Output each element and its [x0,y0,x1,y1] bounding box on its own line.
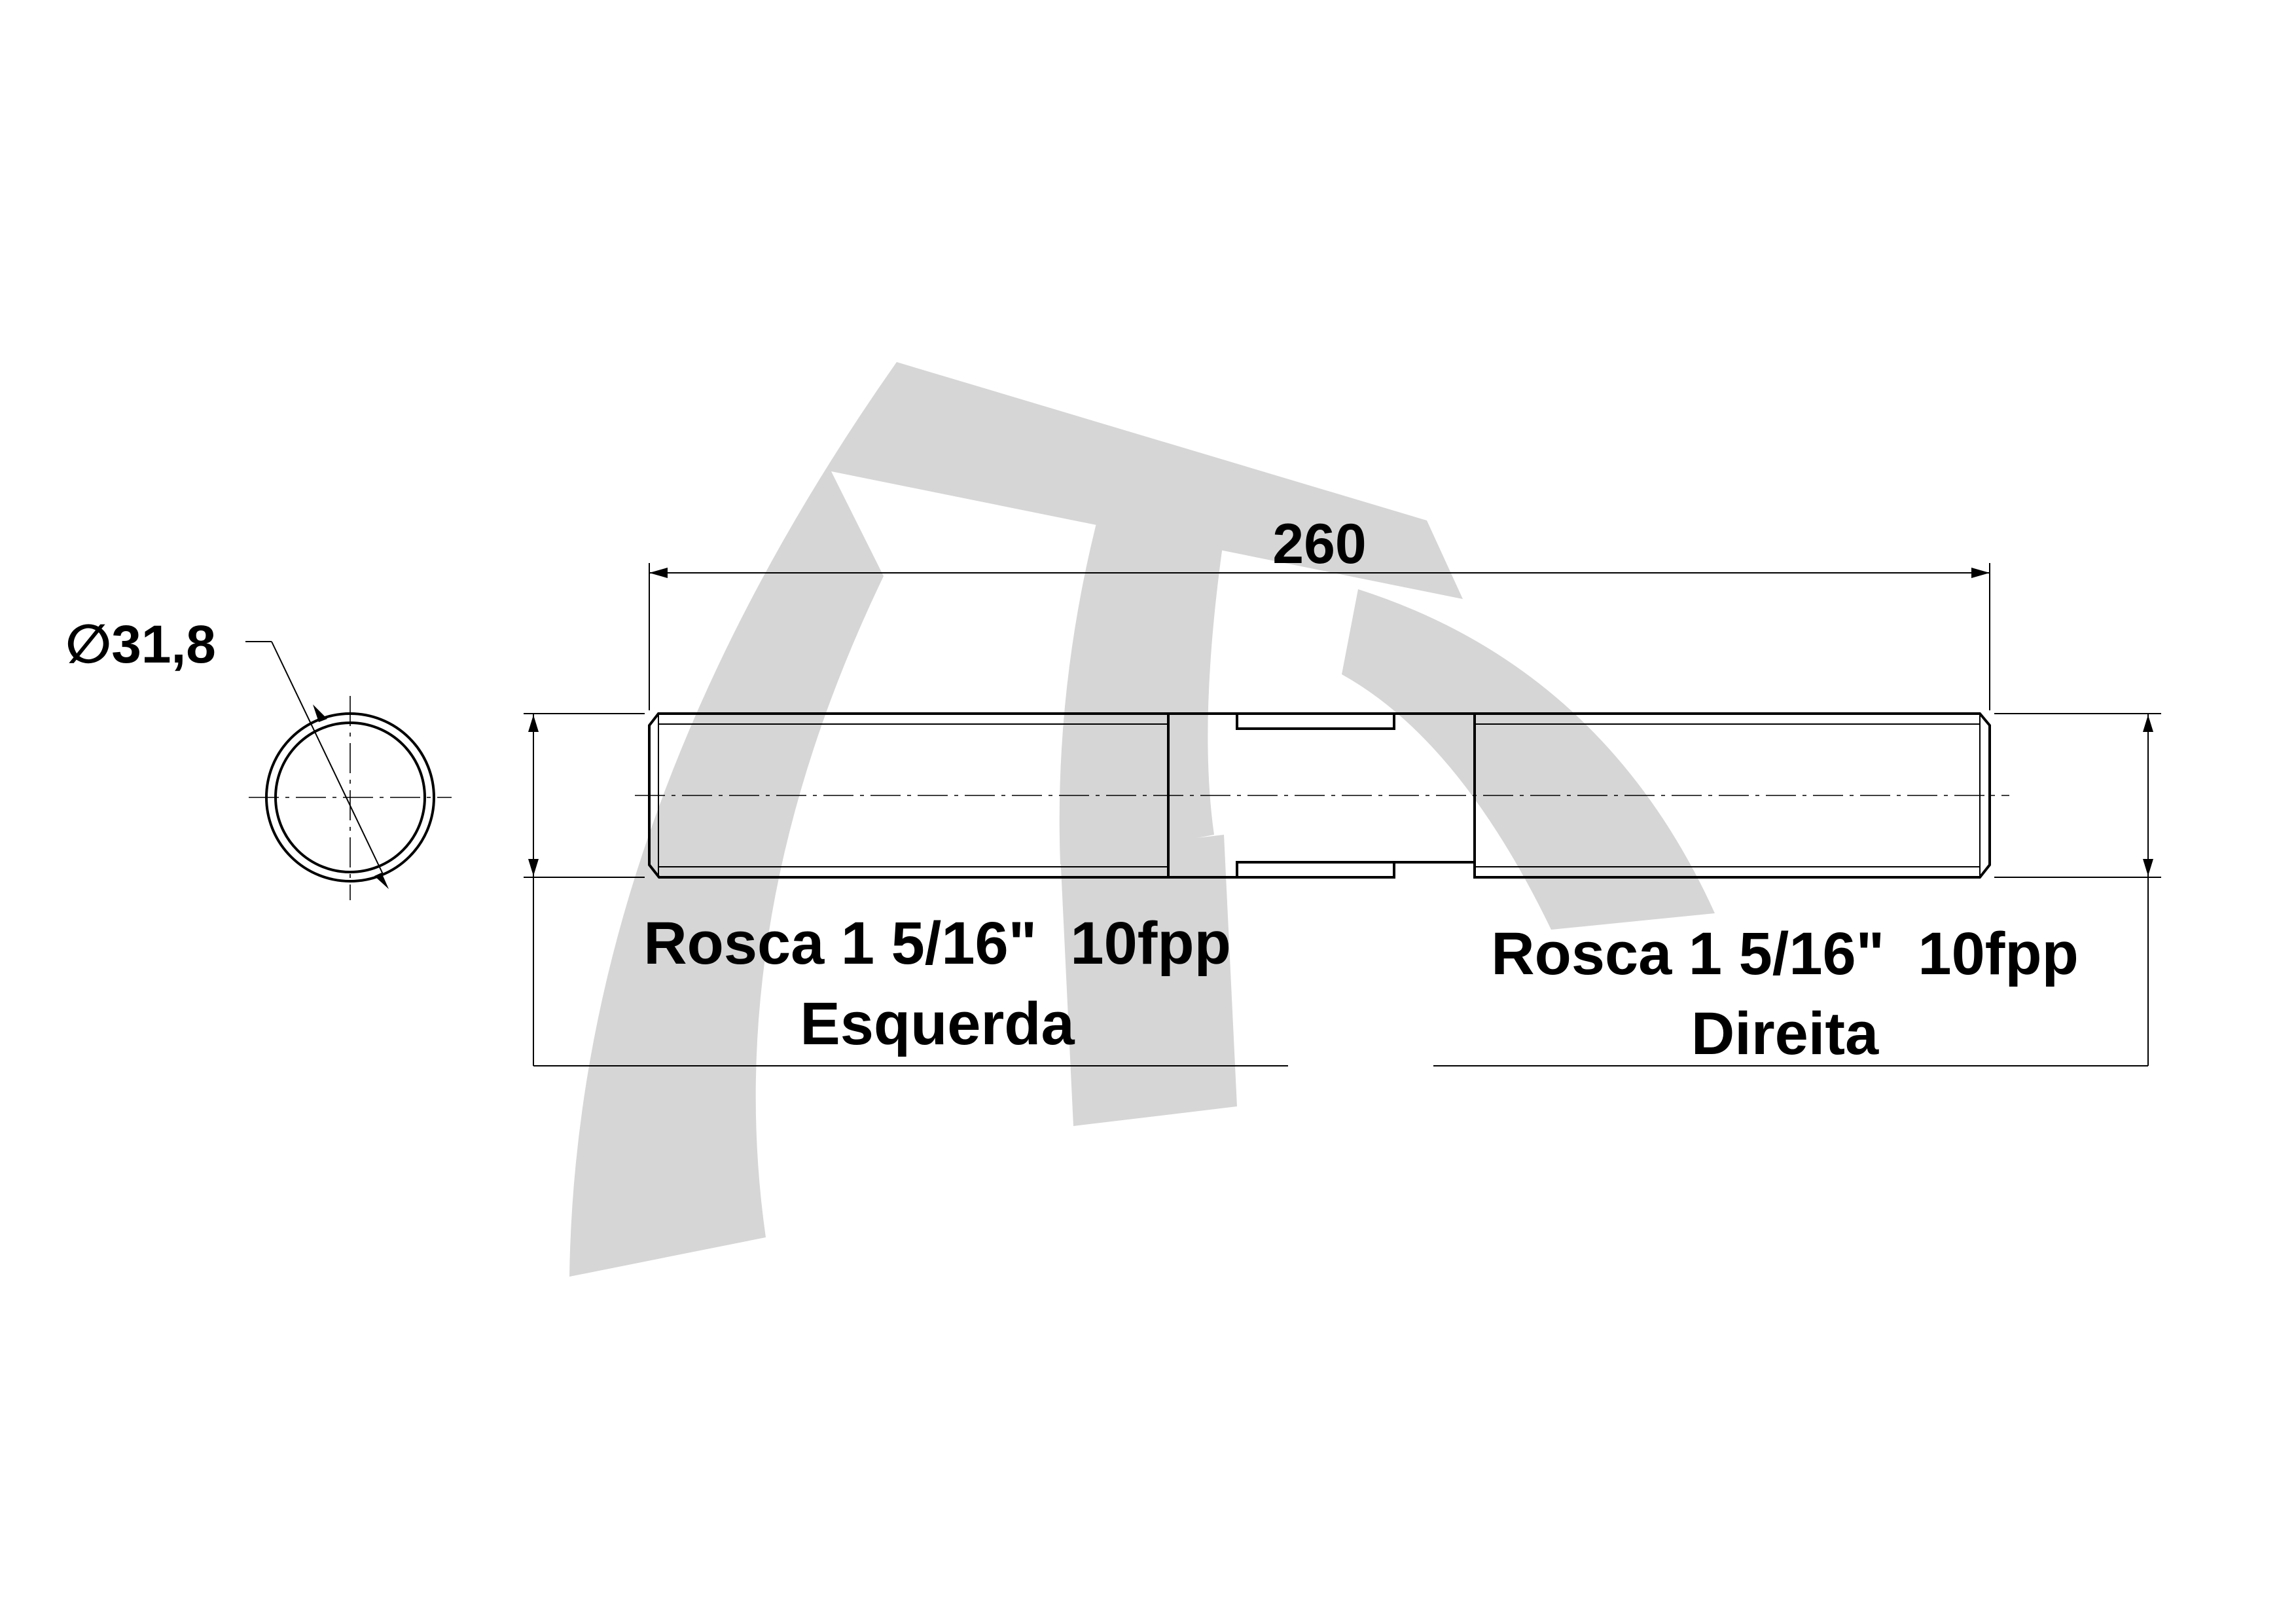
right-thread-spec: Rosca 1 5/16" 10fpp [1491,920,2079,987]
left-thread-spec: Rosca 1 5/16" 10fpp [643,910,1231,977]
overall-length-label: 260 [1272,513,1367,575]
left-thread-hand: Esquerda [800,991,1075,1057]
diameter-label: ∅31,8 [65,615,216,674]
diameter-symbol: ∅ [65,615,111,674]
left-diameter-arrow-bottom [528,859,539,876]
logo-watermark-right-stroke [1342,589,1715,930]
overall-length-dimension [649,563,1990,710]
right-diameter-arrow-bottom [2143,859,2153,876]
end-view [245,641,452,900]
length-arrow-right [1971,568,1990,578]
right-diameter-arrow-top [2143,715,2153,732]
company-logo-watermark [569,362,1715,1277]
center-groove-bottom [1168,861,1394,879]
thread-diameter-dimensions [524,713,2161,1066]
center-groove-outline [1168,712,1475,730]
diameter-value: 31,8 [111,615,216,674]
right-thread-hand: Direita [1691,1000,1879,1067]
logo-watermark-center-stroke [1059,511,1224,864]
length-arrow-left [649,568,668,578]
diameter-arrow-bottom [374,873,389,889]
diameter-dimension-line [271,641,384,875]
logo-watermark-foot [1060,835,1237,1126]
diameter-arrow-top [313,704,327,722]
side-view [635,712,2009,879]
left-diameter-arrow-top [528,715,539,732]
logo-watermark-left-stroke [569,362,1463,1277]
